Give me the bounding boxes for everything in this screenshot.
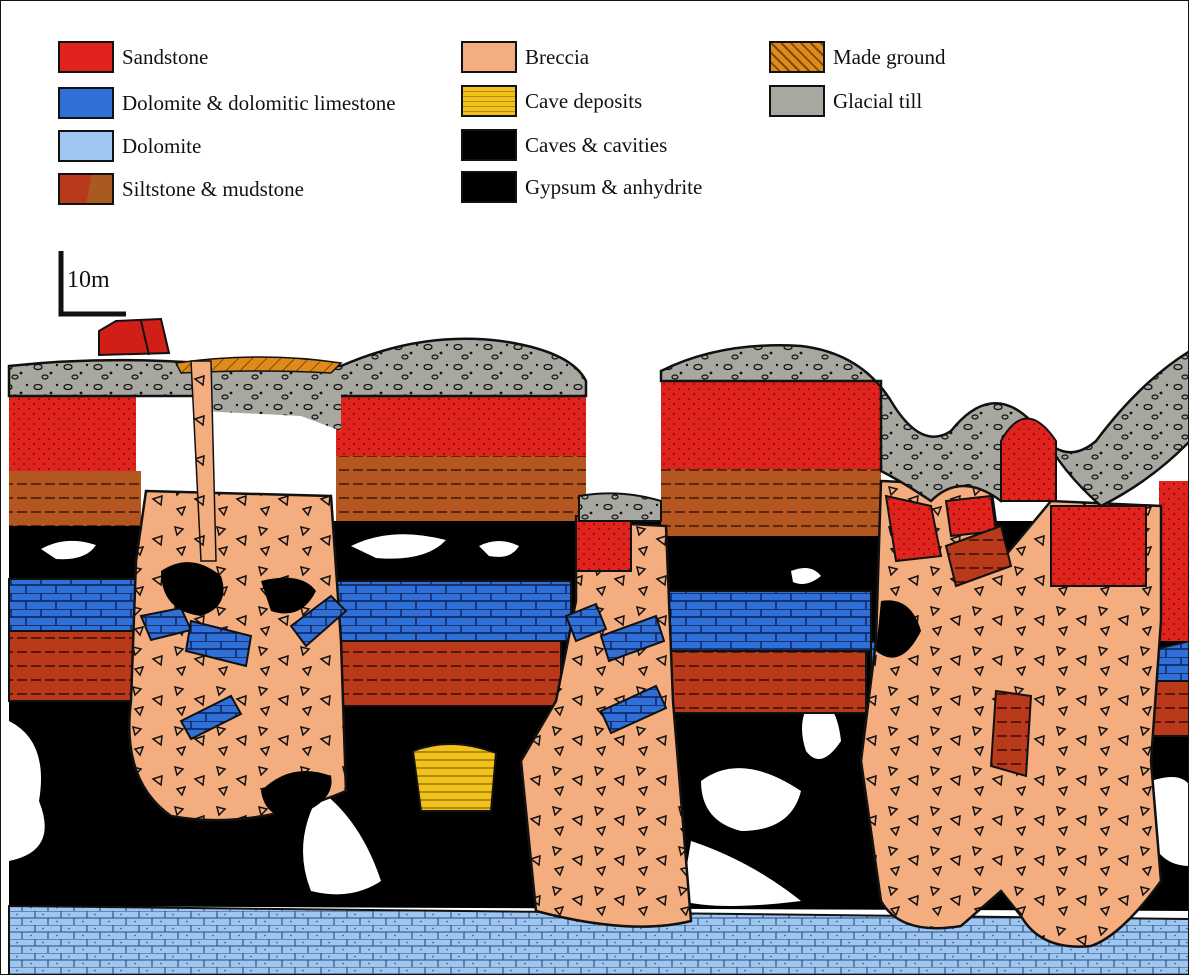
glacial-till-mid <box>579 493 661 521</box>
glacial-till-infill <box>201 363 341 431</box>
siltstone-lower-left <box>9 631 141 701</box>
siltstone-block-left <box>9 471 141 526</box>
dolomite-limestone-left <box>9 579 141 631</box>
sandstone-pillar <box>1001 419 1056 502</box>
siltstone-lower-mid <box>336 641 561 706</box>
cave-deposit <box>413 744 496 811</box>
siltstone-block-mid <box>336 456 586 521</box>
siltstone-block-right <box>661 469 881 536</box>
dolomite-limestone-mid <box>336 581 571 641</box>
sandstone-block-left <box>9 396 136 471</box>
sandstone-block-mid <box>336 396 586 456</box>
sandstone-far-right <box>1159 481 1189 641</box>
building <box>99 319 169 355</box>
dolomite-limestone-right <box>669 591 871 651</box>
siltstone-lower-right <box>669 651 866 713</box>
sandstone-block-right <box>661 381 881 469</box>
